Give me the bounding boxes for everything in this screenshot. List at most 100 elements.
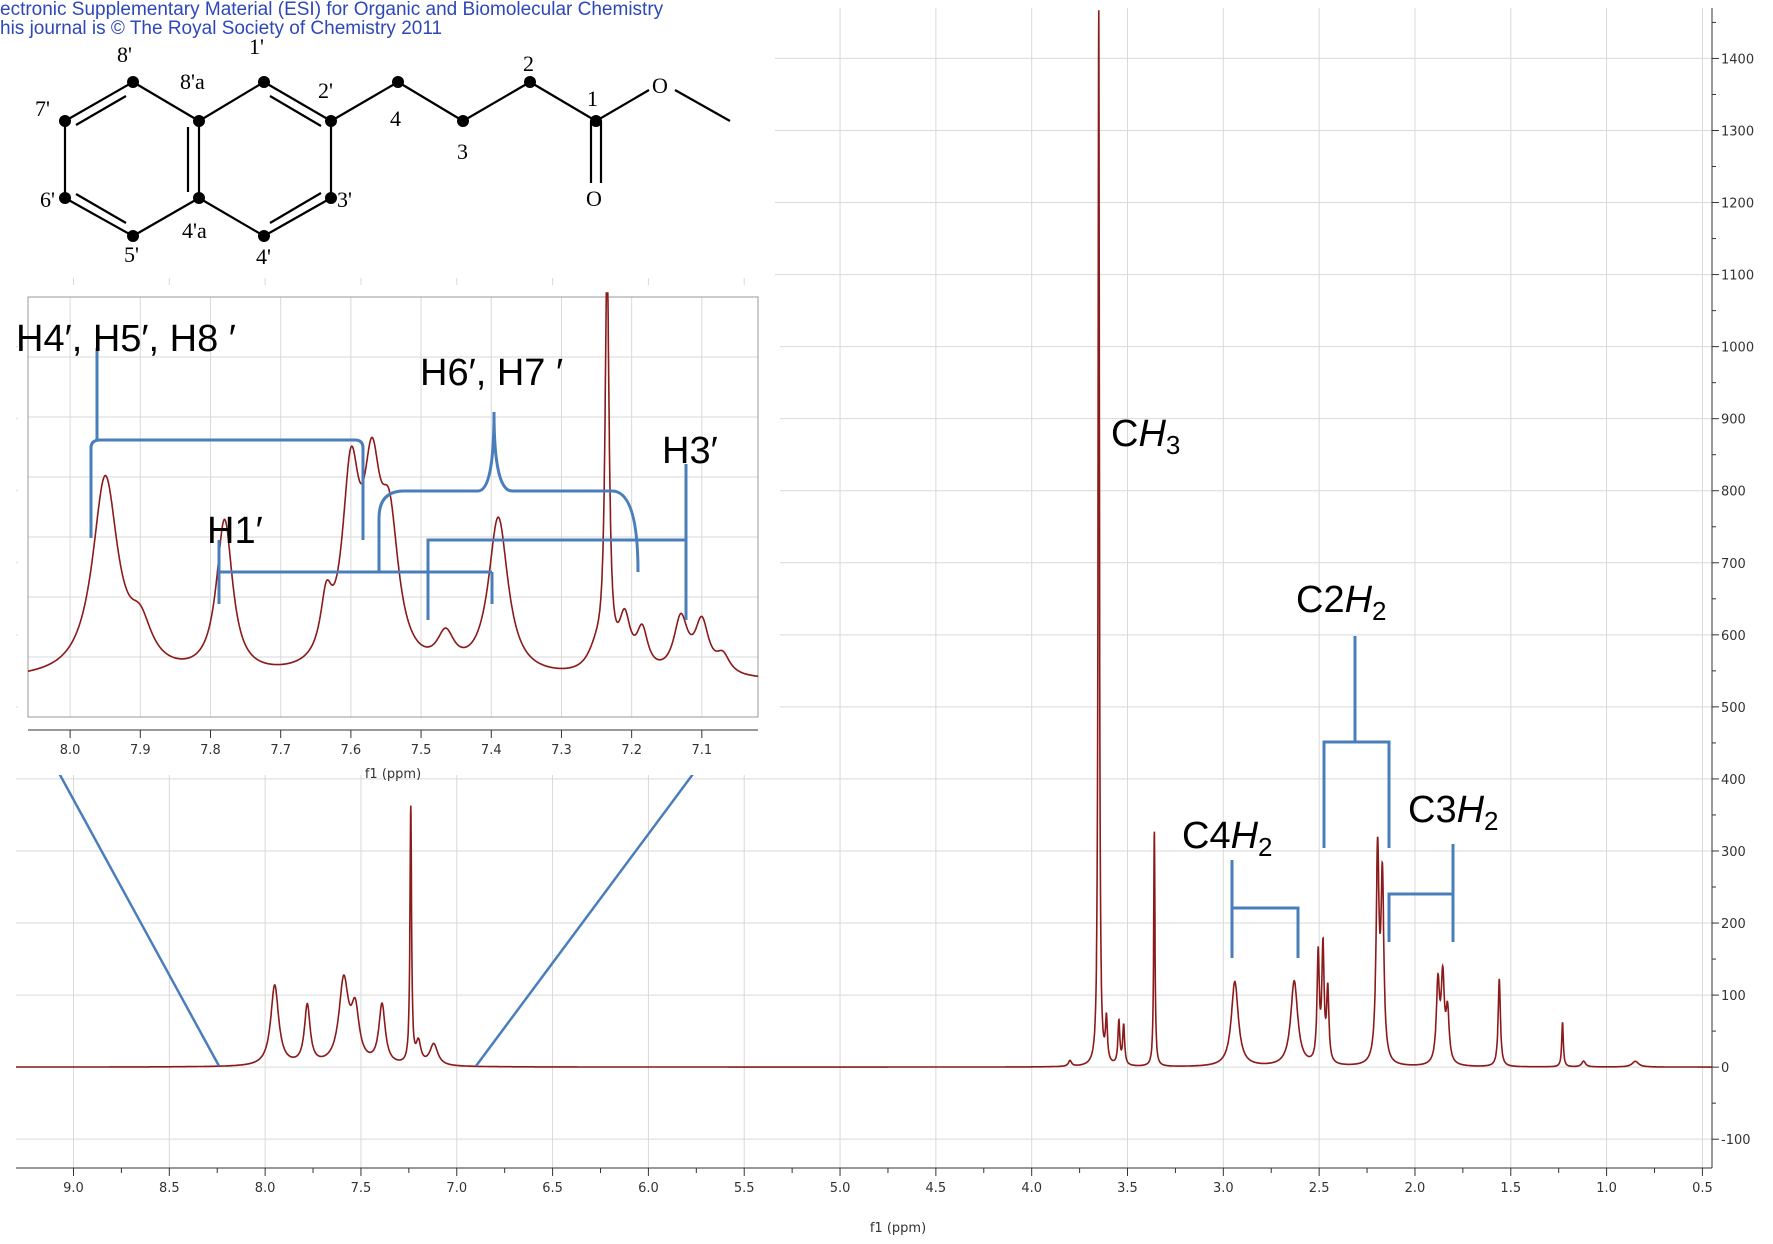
inset-axes: 8.0 7.9 7.8 7.7 7.6 7.5 7.4 7.3 7.2 7.1 [28, 729, 758, 758]
label-o-carbonyl: O [586, 186, 602, 211]
x-tick-label-2: 7.8 [200, 743, 221, 758]
x-tick-label-13: 2.5 [1309, 1181, 1330, 1196]
label-ch3-p1: C [1111, 413, 1138, 455]
x-tick-label-11: 3.5 [1117, 1181, 1138, 1196]
x-tick-label-14: 2.0 [1405, 1181, 1426, 1196]
y-tick-label-9: 800 [1721, 485, 1746, 500]
annotation-brackets [89, 348, 1455, 958]
label-c4h2-p2: H [1231, 815, 1259, 857]
x-tick-label-3: 7.5 [351, 1181, 372, 1196]
structure-labels: 8' 1' 8'a 7' 2' 6' 3' 4'a 5' 4' 4 3 2 1 … [35, 34, 668, 269]
x-tick-label-4: 7.6 [341, 743, 362, 758]
label-h4-h5-h8: H4′, H5′, H8 ′ [16, 318, 236, 360]
y-tick-label-11: 1000 [1721, 341, 1754, 356]
x-tick-label-16: 1.0 [1596, 1181, 1617, 1196]
bracket-c4h2 [1230, 860, 1300, 958]
label-c4h2: C4H2 [1182, 815, 1273, 862]
main-spectrum-trace [16, 10, 1712, 1068]
label-3prime: 3' [337, 187, 352, 212]
x-tick-label-17: 0.5 [1692, 1181, 1713, 1196]
label-c2h2: C2H2 [1296, 579, 1387, 626]
bracket-c2h2 [1322, 636, 1391, 848]
x-tick-label-10: 4.0 [1021, 1181, 1042, 1196]
annotation-labels: H4′, H5′, H8 ′ H6′, H7 ′ H1′ H3′ CH3 C2H… [16, 318, 1499, 862]
x-tick-label-6: 6.0 [638, 1181, 659, 1196]
x-tick-label-0: 8.0 [60, 743, 81, 758]
label-6prime: 6' [40, 187, 55, 212]
label-h3: H3′ [662, 430, 718, 472]
x-tick-label-6: 7.4 [481, 743, 502, 758]
label-1prime: 1' [249, 34, 264, 59]
label-c2h2-p1: C2 [1296, 579, 1345, 621]
label-c4: 4 [390, 106, 401, 131]
inset-spectrum-trace [27, 292, 759, 678]
label-8prime: 8' [117, 42, 132, 67]
x-tick-label-15: 1.5 [1500, 1181, 1521, 1196]
y-tick-label-12: 1100 [1721, 269, 1754, 284]
y-tick-label-0: -100 [1721, 1133, 1751, 1148]
label-h6-h7: H6′, H7 ′ [420, 352, 563, 394]
label-c2: 2 [523, 51, 534, 76]
y-tick-label-7: 600 [1721, 629, 1746, 644]
label-2prime: 2' [318, 78, 333, 103]
bracket-h4-h5-h8 [89, 348, 365, 540]
x-tick-label-0: 9.0 [63, 1181, 84, 1196]
bracket-h3 [426, 464, 688, 620]
y-tick-label-3: 200 [1721, 917, 1746, 932]
label-c1: 1 [587, 86, 598, 111]
main-x-axis-label: f1 (ppm) [870, 1221, 926, 1236]
x-tick-label-9: 7.1 [692, 743, 713, 758]
label-c2h2-p2: H [1345, 579, 1373, 621]
x-tick-label-5: 7.5 [411, 743, 432, 758]
label-ch3: CH3 [1111, 413, 1180, 460]
label-c3h2-p2: H [1457, 789, 1485, 831]
label-h1: H1′ [207, 510, 263, 552]
x-tick-label-8: 5.0 [830, 1181, 851, 1196]
header-line-1: ectronic Supplementary Material (ESI) fo… [0, 0, 664, 20]
y-tick-label-8: 700 [1721, 557, 1746, 572]
x-tick-label-1: 7.9 [130, 743, 151, 758]
label-8aprime: 8'a [180, 69, 205, 94]
x-tick-label-4: 7.0 [446, 1181, 467, 1196]
label-c4h2-sub: 2 [1258, 832, 1272, 862]
label-c2h2-sub: 2 [1372, 596, 1386, 626]
label-4prime: 4' [256, 244, 271, 269]
label-c3: 3 [457, 139, 468, 164]
label-c3h2-sub: 2 [1484, 806, 1498, 836]
label-c4h2-p1: C4 [1182, 815, 1231, 857]
x-tick-label-3: 7.7 [270, 743, 291, 758]
label-7prime: 7' [35, 96, 50, 121]
inset-spectrum-chart: 8.0 7.9 7.8 7.7 7.6 7.5 7.4 7.3 7.2 7.1 f1 (ppm) [18, 285, 780, 782]
inset-x-axis-label: f1 (ppm) [365, 767, 421, 782]
bracket-c3h2 [1387, 844, 1455, 942]
x-tick-label-9: 4.5 [926, 1181, 947, 1196]
x-tick-label-5: 6.5 [542, 1181, 563, 1196]
y-tick-label-15: 1400 [1721, 52, 1754, 67]
main-axes: 9.0 8.5 8.0 7.5 7.0 6.5 6.0 5.5 5.0 4.5 4.0 3.5 3.0 2… [16, 8, 1754, 1196]
x-tick-label-12: 3.0 [1213, 1181, 1234, 1196]
x-tick-label-7: 7.3 [551, 743, 572, 758]
label-c3h2-p1: C3 [1408, 789, 1457, 831]
y-tick-label-5: 400 [1721, 773, 1746, 788]
bracket-h6-h7 [377, 411, 640, 573]
inset-background [18, 285, 780, 775]
label-ch3-p2: H [1138, 413, 1166, 455]
y-tick-label-1: 0 [1721, 1061, 1729, 1076]
inset-frame [27, 296, 759, 718]
label-4aprime: 4'a [182, 218, 207, 243]
y-tick-label-14: 1300 [1721, 124, 1754, 139]
x-tick-label-1: 8.5 [159, 1181, 180, 1196]
x-tick-label-7: 5.5 [734, 1181, 755, 1196]
label-c3h2: C3H2 [1408, 789, 1499, 836]
y-tick-label-13: 1200 [1721, 197, 1754, 212]
label-ch3-sub: 3 [1166, 430, 1180, 460]
chemical-structure [59, 76, 731, 242]
header-line-2: his journal is © The Royal Society of Ch… [0, 18, 442, 39]
label-o-ester: O [652, 73, 668, 98]
x-tick-label-2: 8.0 [255, 1181, 276, 1196]
y-tick-label-4: 300 [1721, 845, 1746, 860]
y-tick-label-6: 500 [1721, 701, 1746, 716]
x-tick-label-8: 7.2 [621, 743, 642, 758]
